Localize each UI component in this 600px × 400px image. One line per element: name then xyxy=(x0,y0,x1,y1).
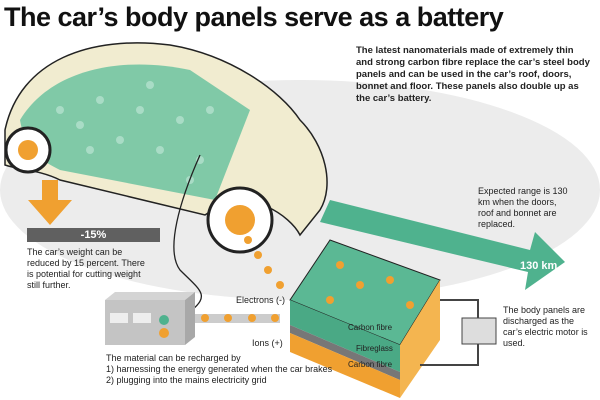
charger-top xyxy=(105,292,195,300)
electron-flow-arrow xyxy=(195,314,280,323)
weight-down-arrow xyxy=(28,180,72,225)
battery-electrons xyxy=(326,261,414,309)
rear-brake-disc xyxy=(18,140,38,160)
recharge-line-2: 1) harnessing the energy generated when … xyxy=(106,364,333,374)
recharge-line-3: 2) plugging into the mains electricity g… xyxy=(106,375,267,385)
recharge-line-1: The material can be recharged by xyxy=(106,353,241,363)
intro-text: The latest nanomaterials made of extreme… xyxy=(356,45,590,104)
charging-cable xyxy=(173,154,203,311)
discharge-text: The body panels are discharged as the ca… xyxy=(503,305,588,348)
page-title: The car’s body panels serve as a battery xyxy=(4,2,504,32)
layer-carbon-bottom xyxy=(290,333,400,398)
weight-text: The car’s weight can be reduced by 15 pe… xyxy=(27,247,145,290)
car-panels xyxy=(20,64,250,200)
range-text: Expected range is 130 km when the doors,… xyxy=(478,186,568,229)
range-arrow xyxy=(320,200,565,290)
layer-carbon-top xyxy=(290,300,400,372)
layer-label-carbon-bottom: Carbon fibre xyxy=(348,360,393,369)
layer-fibreglass xyxy=(290,325,400,380)
ions-label: Ions (+) xyxy=(252,338,283,348)
layer-label-carbon-top: Carbon fibre xyxy=(348,323,393,332)
range-label: 130 km xyxy=(520,260,558,272)
electrons-label: Electrons (-) xyxy=(236,295,286,305)
brake-disc xyxy=(225,205,255,235)
electric-motor xyxy=(461,317,497,345)
weight-reduction-badge: -15% xyxy=(27,228,160,242)
layer-label-fibreglass: Fibreglass xyxy=(356,344,393,353)
electrons xyxy=(201,236,284,322)
panel-dots xyxy=(56,81,214,184)
